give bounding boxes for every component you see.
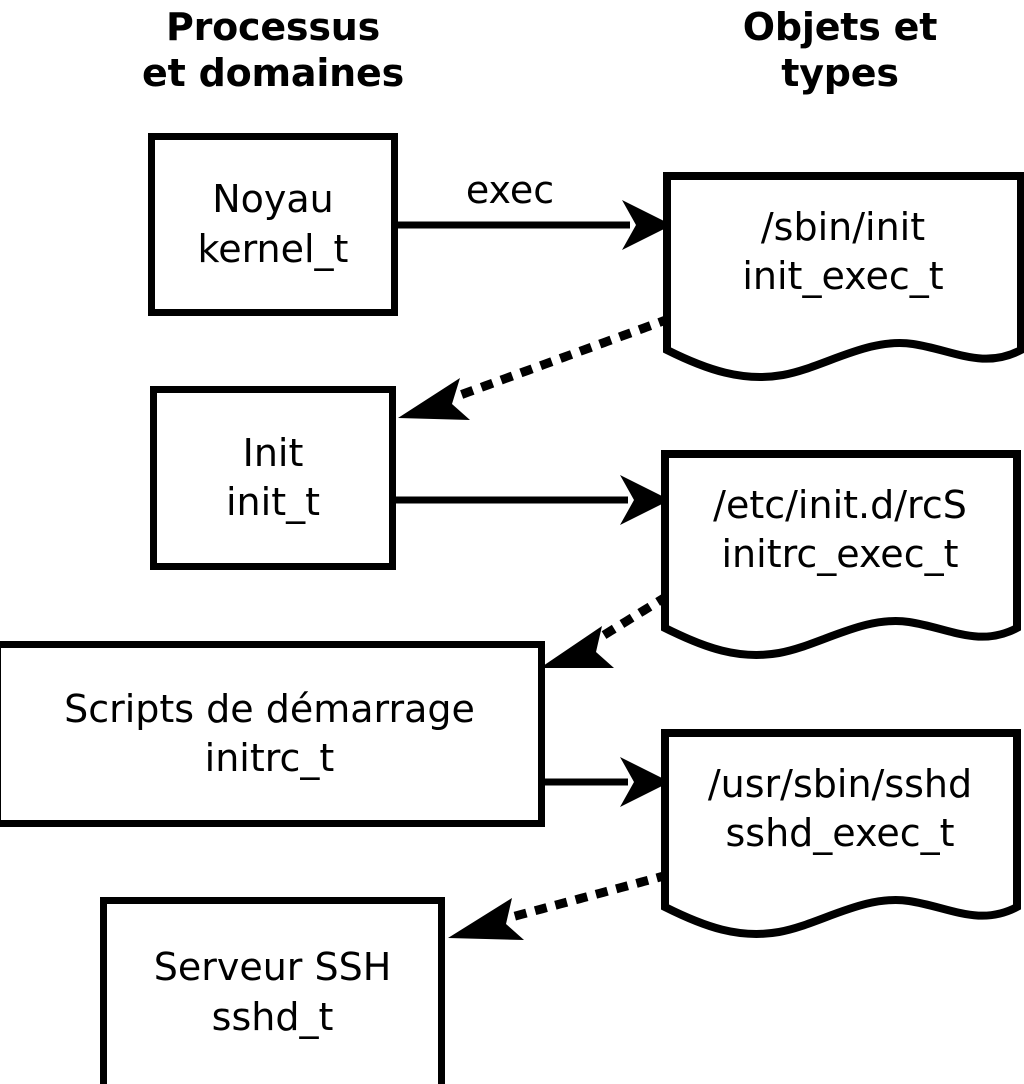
object-doc-sshd-exec[interactable]	[661, 729, 1021, 944]
process-box-kernel[interactable]: Noyau kernel_t	[148, 133, 398, 316]
object-doc-initrc-exec[interactable]	[661, 450, 1021, 665]
edge-sshd_exec-to-sshd	[448, 870, 670, 940]
edge-initrc-to-sshd_exec	[545, 757, 670, 807]
process-box-sshd[interactable]: Serveur SSH sshd_t	[100, 897, 445, 1084]
process-label-sshd: Serveur SSH sshd_t	[153, 945, 392, 1039]
edge-init_exec-to-init	[398, 314, 672, 420]
column-header-processus: Processus et domaines	[142, 5, 404, 96]
process-label-init: Init init_t	[226, 430, 320, 524]
edge-label-exec: exec	[465, 168, 555, 212]
edge-initrc_exec-to-initrc	[540, 591, 671, 668]
process-box-initrc[interactable]: Scripts de démarrage initrc_t	[0, 641, 545, 827]
column-header-objets: Objets et types	[742, 5, 938, 96]
process-label-kernel: Noyau kernel_t	[197, 177, 349, 271]
object-doc-init-exec[interactable]	[663, 172, 1024, 387]
process-label-initrc: Scripts de démarrage initrc_t	[64, 686, 475, 780]
process-box-init[interactable]: Init init_t	[150, 386, 396, 570]
edge-init-to-initrc_exec	[396, 475, 670, 525]
